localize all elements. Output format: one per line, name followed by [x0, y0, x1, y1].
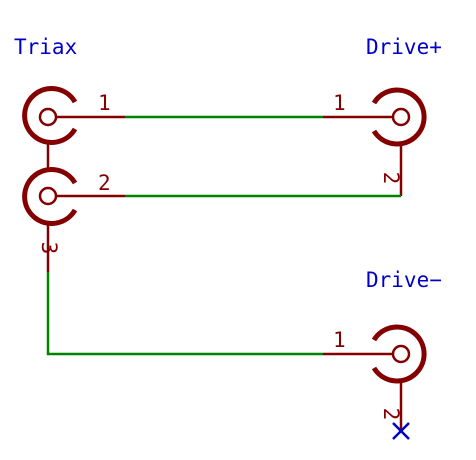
triax-pin1-number: 1	[98, 91, 111, 115]
wire-triax3-to-drive-minus1[interactable]	[46, 272, 323, 356]
triax-outer-shield-bottom	[22, 167, 78, 226]
drive-minus-shield	[371, 324, 427, 384]
drive-plus-center-pin	[391, 107, 411, 127]
triax-center-pin-1	[38, 107, 58, 127]
triax-pin2-number: 2	[98, 171, 111, 195]
triax-pin3-number: 3	[37, 242, 61, 255]
drive-minus-center-pin	[391, 344, 411, 364]
drive-plus-pin1-number: 1	[333, 91, 346, 115]
drive-minus-label: Drive−	[366, 268, 442, 292]
drive-plus-pin2-number: 2	[379, 172, 403, 185]
drive-plus-shield	[371, 87, 427, 147]
drive-minus-connector[interactable]: 1 2	[323, 324, 427, 431]
drive-minus-pin2-number: 2	[379, 408, 403, 421]
drive-plus-label: Drive+	[366, 35, 442, 59]
no-connect-marker	[392, 422, 410, 440]
triax-label: Triax	[14, 35, 77, 59]
triax-connector[interactable]: 1 2 3	[22, 86, 125, 272]
drive-minus-pin1-number: 1	[333, 328, 346, 352]
triax-outer-shield-top	[22, 86, 78, 145]
drive-plus-connector[interactable]: 1 2	[323, 87, 427, 196]
triax-center-pin-2	[38, 186, 58, 206]
